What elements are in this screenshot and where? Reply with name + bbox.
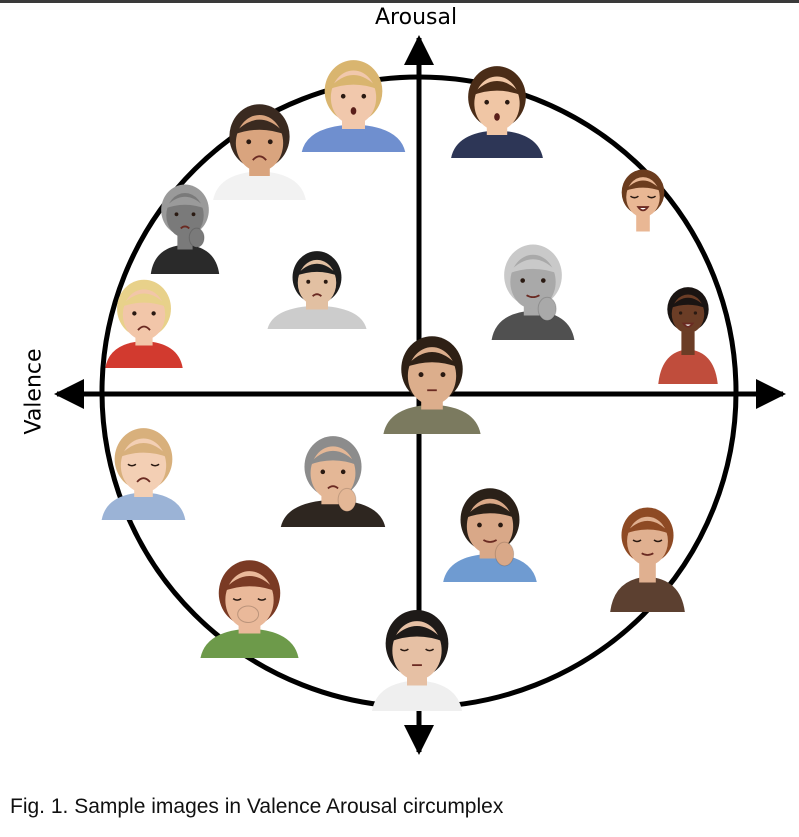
face-smiling-woman-bw [491, 244, 575, 340]
face-calm-man [610, 507, 685, 612]
face-yawning-woman [200, 560, 299, 658]
face-worried-old-man [150, 184, 220, 274]
face-sad-man [267, 251, 367, 329]
face-surprised-woman [301, 60, 406, 152]
circumplex-diagram [54, 35, 786, 755]
face-sleepy-man [372, 609, 462, 711]
face-angry-man [213, 104, 306, 200]
face-tired-man [280, 436, 386, 527]
faces-layer [101, 60, 718, 711]
valence-axis-label: Valence [21, 348, 47, 435]
face-crying-child [101, 428, 186, 520]
face-laughing-woman [612, 169, 674, 256]
face-upset-child [105, 279, 183, 368]
face-thinking-man [443, 488, 537, 582]
top-border [0, 0, 799, 3]
face-excited-man [451, 66, 543, 158]
face-happy-woman [658, 287, 718, 384]
arousal-axis-label: Arousal [375, 5, 458, 30]
figure-caption: Fig. 1. Sample images in Valence Arousal… [10, 795, 504, 818]
face-neutral-man [383, 336, 481, 434]
